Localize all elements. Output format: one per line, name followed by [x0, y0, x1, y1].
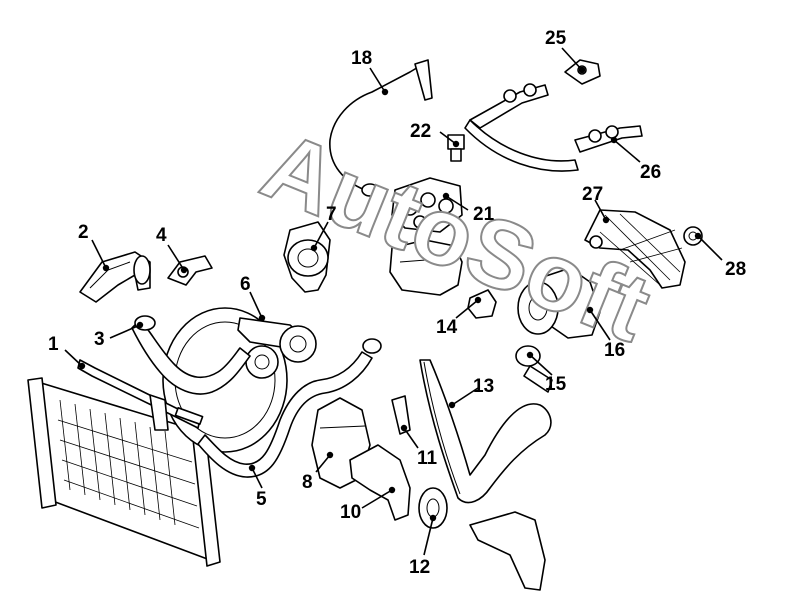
small-bracket: [167, 255, 213, 286]
belt-guard: [349, 444, 411, 521]
callout-28: 28: [725, 259, 746, 280]
callout-15: 15: [545, 374, 567, 395]
callout-27: 27: [582, 184, 603, 205]
timing-belt: [419, 359, 552, 504]
callout-3: 3: [94, 329, 105, 350]
heat-shield: [584, 209, 686, 289]
callout-11: 11: [417, 448, 438, 469]
callout-2: 2: [78, 222, 89, 243]
ignition-wire: [329, 59, 433, 197]
callout-6: 6: [240, 274, 251, 295]
distributor-cap: [391, 177, 463, 233]
callout-22: 22: [410, 121, 431, 142]
callout-5: 5: [256, 489, 267, 510]
lower-guide: [469, 511, 546, 591]
callout-8: 8: [302, 472, 313, 493]
callout-14: 14: [436, 317, 458, 338]
fuel-rail: [464, 83, 643, 172]
callout-10: 10: [340, 502, 361, 523]
callout-18: 18: [351, 48, 372, 69]
callout-26: 26: [640, 162, 661, 183]
coolant-pipe: [77, 359, 204, 431]
callout-25: 25: [545, 28, 567, 49]
callout-4: 4: [156, 225, 167, 246]
callout-16: 16: [604, 340, 625, 361]
engine-mount-bracket: [79, 251, 151, 303]
callout-13: 13: [473, 376, 494, 397]
crankshaft-sprocket: [418, 487, 448, 529]
idler-pin: [391, 395, 411, 435]
callout-labels: 1 2 3 4 5 6 7 8 10 11 12 13 14 15 16 18 …: [48, 28, 746, 578]
leader-lines: [64, 47, 723, 556]
belt-tensioner: [237, 317, 317, 363]
callout-12: 12: [409, 557, 430, 578]
leader-dots: [78, 66, 702, 522]
callout-7: 7: [326, 204, 337, 225]
tensioner-pulley: [515, 345, 553, 393]
callout-21: 21: [473, 204, 495, 225]
camshaft-assembly: [517, 267, 601, 339]
hose-lower: [197, 338, 382, 478]
shield-fastener: [683, 226, 703, 246]
timing-cover-upper: [389, 239, 463, 296]
callout-1: 1: [48, 334, 59, 355]
